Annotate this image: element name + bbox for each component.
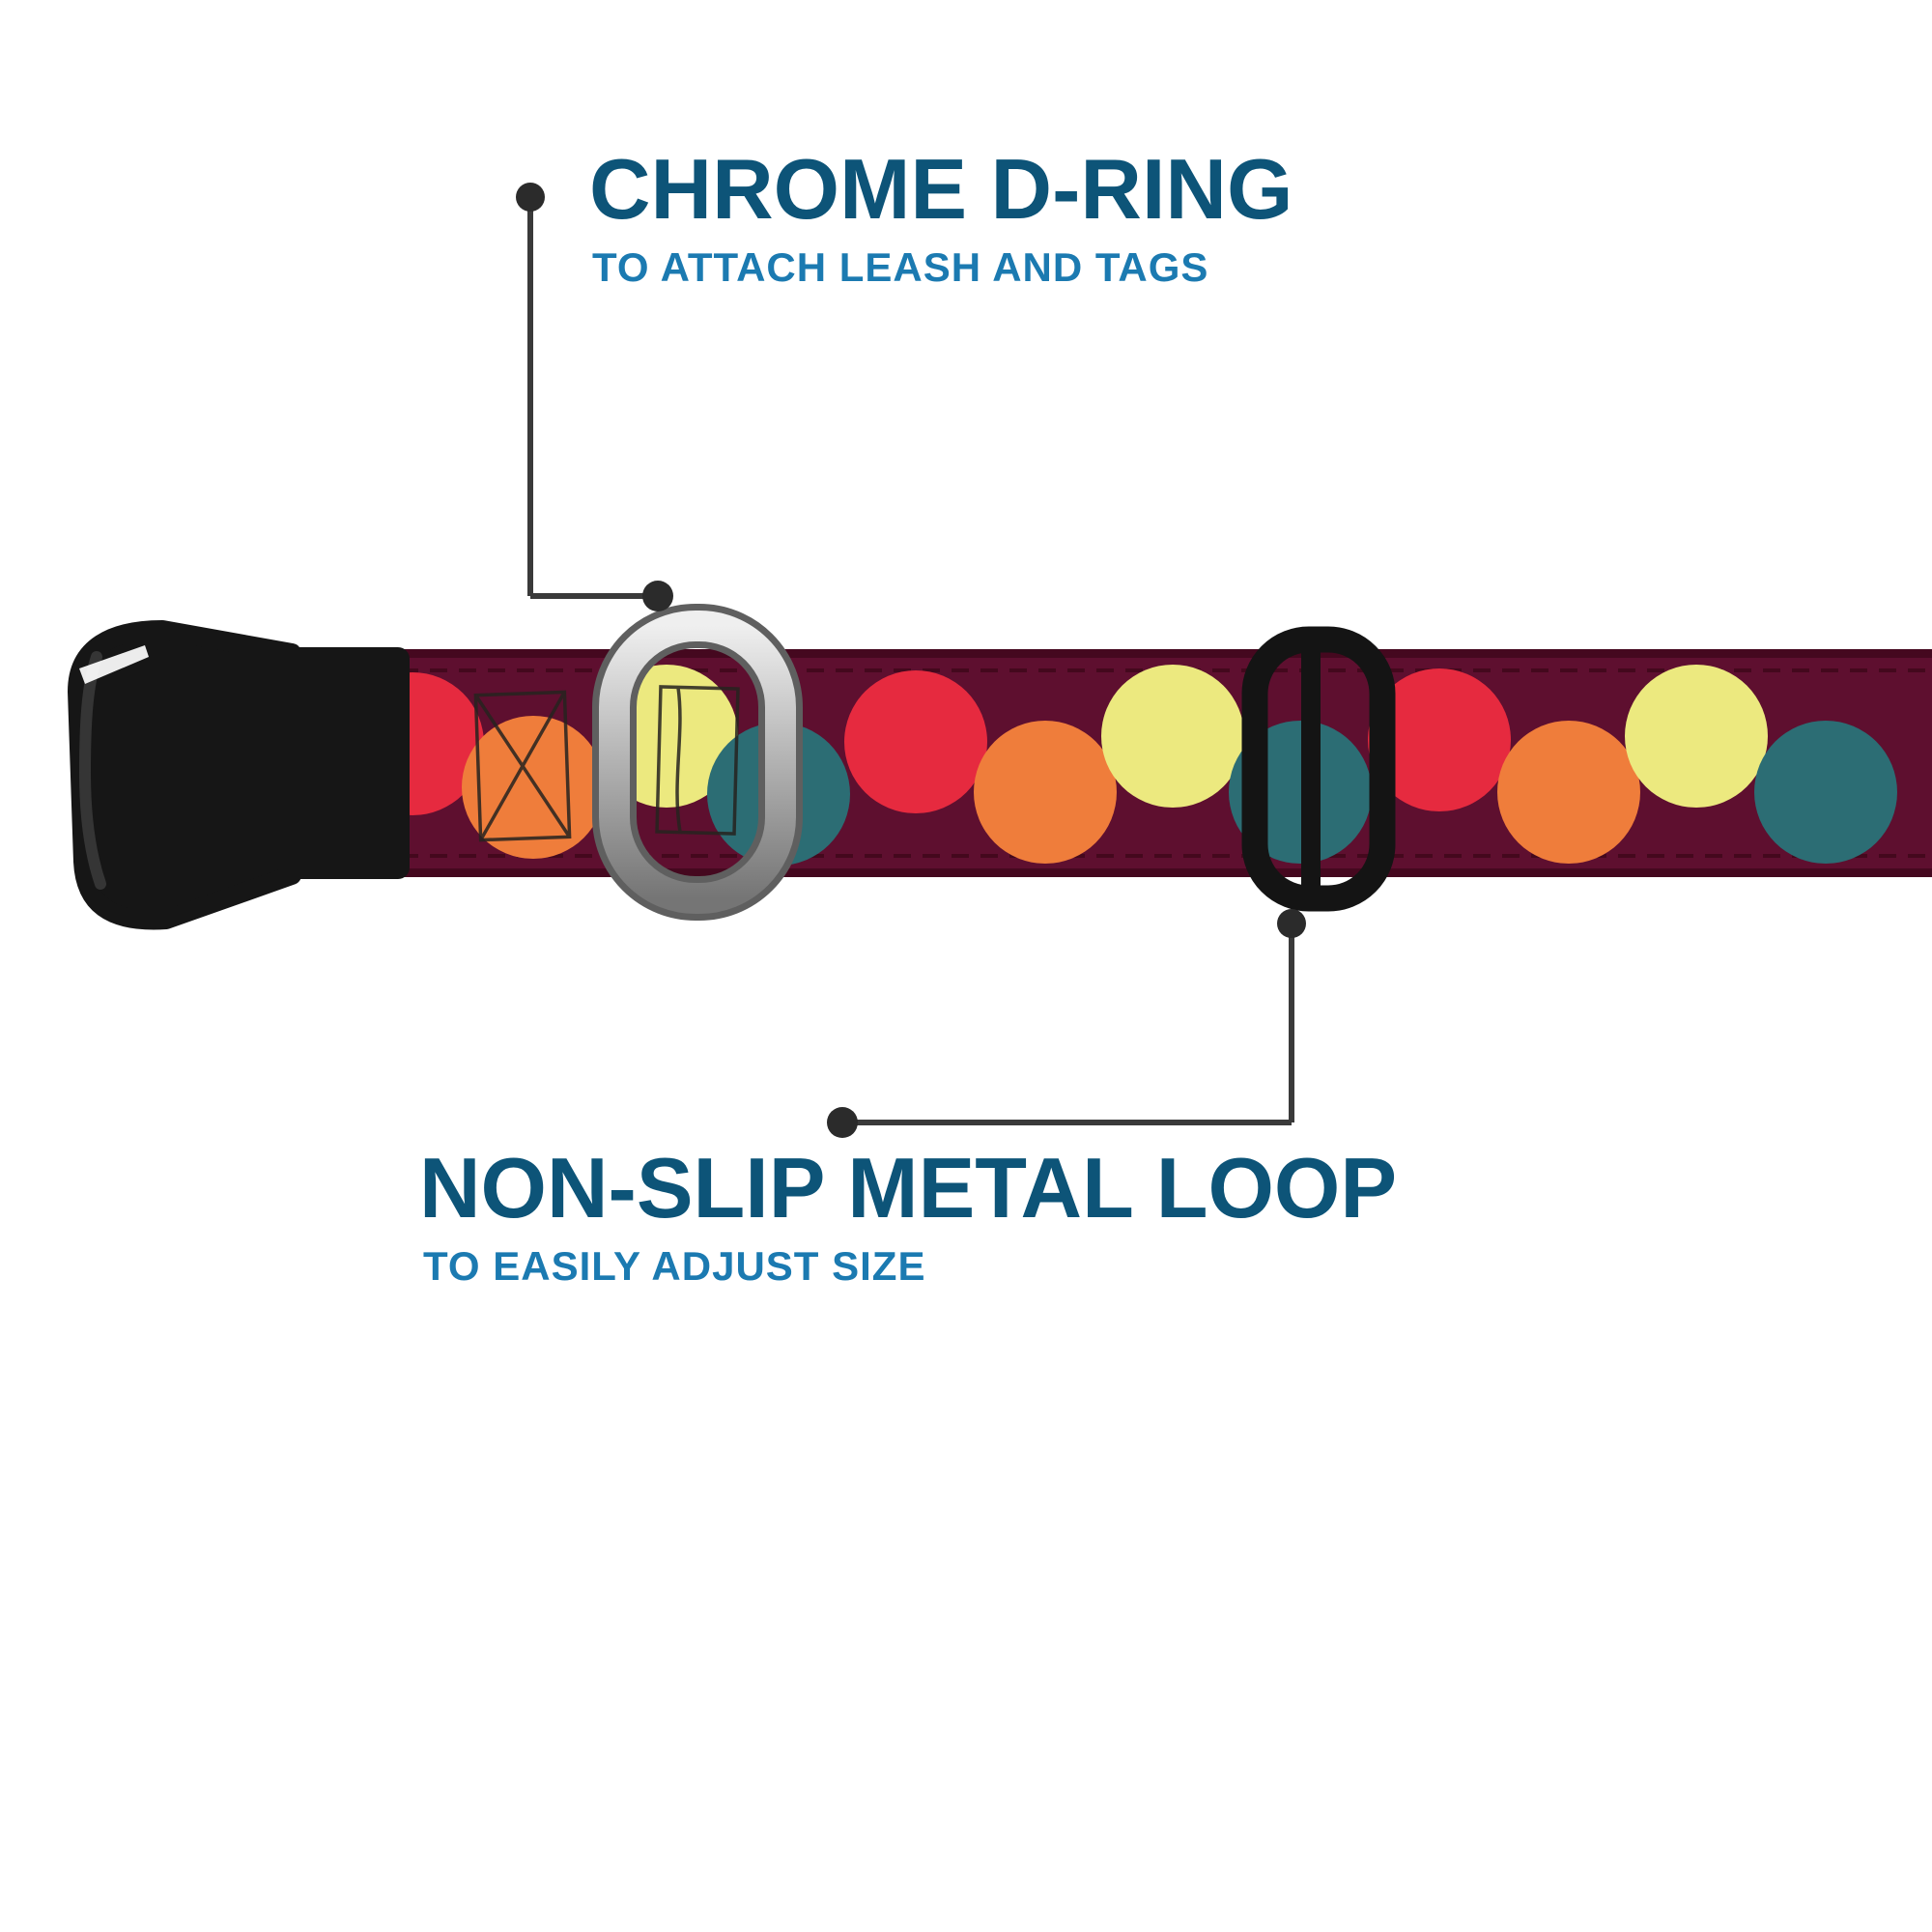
top-callout-text-dot <box>516 183 545 212</box>
strap-bottom-edge <box>338 868 1932 877</box>
polka-dot-yellow <box>1101 665 1244 808</box>
top-callout-target-dot <box>642 581 673 611</box>
polka-dot-orange <box>1497 721 1640 864</box>
non-slip-metal-loop <box>1241 626 1396 912</box>
strap-top-edge <box>338 649 1932 658</box>
sketch-marks <box>473 685 740 842</box>
polka-dot-yellow <box>1625 665 1768 808</box>
collar-strap <box>338 649 1932 877</box>
top-callout-title: CHROME D-RING <box>589 141 1293 237</box>
polka-dot-red <box>1368 668 1511 811</box>
buckle <box>68 620 410 930</box>
slider-frame <box>1241 626 1396 912</box>
bottom-callout-target-dot <box>1277 909 1306 938</box>
polka-dot-orange <box>974 721 1117 864</box>
top-callout-subtitle: TO ATTACH LEASH AND TAGS <box>592 244 1209 290</box>
polka-dot-pattern <box>341 665 1897 866</box>
bottom-callout-title: NON-SLIP METAL LOOP <box>419 1140 1398 1236</box>
buckle-highlight <box>78 651 106 890</box>
callout-leader-lines <box>516 183 1306 1138</box>
buckle-body <box>68 620 301 930</box>
d-ring-chrome-face <box>599 611 796 914</box>
bottom-callout-text-dot <box>827 1107 858 1138</box>
buckle-strap-connector <box>282 647 410 879</box>
buckle-clip-gap <box>79 645 149 684</box>
chrome-d-ring <box>592 604 803 921</box>
slider-center-bar <box>1301 641 1321 896</box>
polka-dot-teal <box>1754 721 1897 864</box>
bottom-callout-subtitle: TO EASILY ADJUST SIZE <box>423 1243 926 1289</box>
polka-dot-red <box>844 670 987 813</box>
